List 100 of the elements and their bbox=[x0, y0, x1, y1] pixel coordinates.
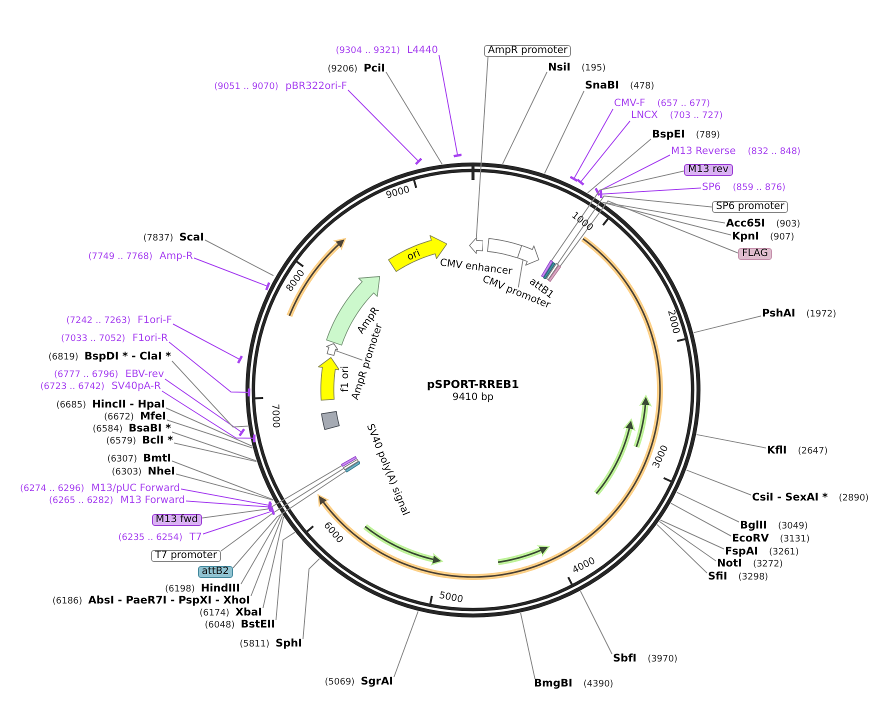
leader-line bbox=[164, 378, 246, 436]
cut-position: (6579) bbox=[106, 438, 136, 446]
leader-line bbox=[250, 514, 284, 596]
feature-label: f1 ori bbox=[341, 366, 351, 392]
primer-name: SV40pA-R bbox=[112, 382, 161, 392]
leader-line bbox=[696, 434, 766, 448]
primer-location: (6235 .. 6254) bbox=[118, 534, 183, 543]
enzyme-name: SphI bbox=[276, 638, 302, 649]
leader-line bbox=[602, 202, 726, 224]
primer-name: Amp-R bbox=[160, 252, 193, 262]
leader-line bbox=[587, 138, 652, 194]
leader-line bbox=[658, 520, 716, 562]
feature-tag: M13 rev bbox=[684, 164, 732, 176]
leader-line bbox=[162, 390, 256, 442]
cut-position: (6186) bbox=[52, 598, 82, 606]
enzyme-name: BstEII bbox=[240, 620, 275, 630]
primer-name: L4440 bbox=[406, 46, 438, 56]
enzyme-name: XbaI bbox=[235, 608, 262, 618]
primer-location: (9051 .. 9070) bbox=[214, 83, 278, 92]
leader-line bbox=[172, 360, 248, 428]
primer-name: pBR322ori-F bbox=[285, 82, 347, 92]
cut-position: (2890) bbox=[838, 494, 869, 504]
enzyme-name: BsaBI * bbox=[128, 424, 171, 434]
enzyme-name: BmtI bbox=[143, 454, 171, 464]
cut-position: (1972) bbox=[806, 310, 836, 320]
cut-position: (5069) bbox=[324, 678, 355, 688]
enzyme-name: PciI bbox=[364, 64, 385, 74]
primer-name: F1ori-R bbox=[132, 334, 168, 344]
enzyme-name: HindIII bbox=[200, 584, 240, 594]
cut-position: (3261) bbox=[768, 548, 799, 558]
primer-location: (832 .. 848) bbox=[748, 148, 801, 157]
cut-position: (478) bbox=[630, 82, 654, 92]
leader-line bbox=[660, 520, 724, 550]
leader-line bbox=[172, 432, 257, 462]
feature-tag: FLAG bbox=[738, 248, 772, 260]
primer-location: (6265 .. 6282) bbox=[48, 497, 114, 506]
primer-location: (6274 .. 6296) bbox=[20, 485, 84, 494]
primer-location: (703 .. 727) bbox=[670, 112, 723, 121]
enzyme-name: CsiI - SexAI * bbox=[752, 492, 828, 503]
enzyme-name: BglII bbox=[740, 520, 767, 531]
enzyme-name: SfiI bbox=[708, 572, 728, 582]
enzyme-name: BspDI * - ClaI * bbox=[84, 352, 171, 362]
leader-line bbox=[594, 154, 670, 196]
leader-line bbox=[348, 90, 422, 166]
enzyme-name: ScaI bbox=[179, 232, 204, 243]
primer-location: (7749 .. 7768) bbox=[88, 253, 152, 262]
leader-line bbox=[186, 500, 272, 512]
leader-line bbox=[544, 90, 584, 174]
leader-line bbox=[550, 170, 684, 262]
leader-line bbox=[576, 120, 630, 186]
leader-line bbox=[202, 506, 276, 534]
primer-location: (6723 .. 6742) bbox=[40, 383, 105, 392]
enzyme-name: KpnI bbox=[732, 232, 760, 242]
scale-label: 7000 bbox=[269, 403, 280, 428]
leader-line bbox=[166, 408, 253, 447]
feature-tag: AmpR promoter bbox=[484, 44, 572, 56]
leader-line bbox=[334, 350, 363, 361]
cut-position: (789) bbox=[696, 132, 720, 140]
leader-line bbox=[166, 420, 253, 448]
leader-line bbox=[656, 524, 708, 574]
scale-label: 5000 bbox=[438, 590, 464, 605]
primer-name: LNCX bbox=[631, 111, 658, 121]
enzyme-name: NheI bbox=[148, 466, 175, 477]
enzyme-name: NsiI bbox=[548, 62, 571, 73]
enzyme-name: Acc65I bbox=[726, 218, 766, 229]
cut-position: (6303) bbox=[112, 468, 142, 478]
leader-line bbox=[204, 240, 274, 276]
feature-tag: T7 promoter bbox=[150, 550, 221, 562]
cut-position: (6174) bbox=[199, 610, 230, 618]
leader-line bbox=[559, 200, 738, 268]
leader-line bbox=[276, 532, 296, 620]
scale-label: 3000 bbox=[652, 444, 671, 470]
primer-location: (9304 .. 9321) bbox=[336, 47, 400, 56]
enzyme-name: AbsI - PaeR7I - PspXI - XhoI bbox=[88, 596, 250, 606]
cut-position: (3272) bbox=[752, 560, 783, 570]
leader-line bbox=[240, 513, 282, 584]
leader-line bbox=[686, 470, 752, 496]
cut-position: (903) bbox=[776, 220, 800, 230]
primer-name: M13 Forward bbox=[120, 496, 185, 506]
cut-position: (3131) bbox=[780, 536, 810, 544]
enzyme-name: NotI bbox=[717, 558, 742, 569]
enzyme-name: BclI * bbox=[142, 436, 173, 446]
primer-location: (859 .. 876) bbox=[732, 184, 786, 193]
feature-tag: M13 fwd bbox=[152, 514, 202, 526]
leader-line bbox=[220, 468, 344, 552]
primer-name: T7 bbox=[190, 533, 202, 543]
primer-location: (7033 .. 7052) bbox=[61, 335, 126, 344]
plasmid-name: pSPORT-RREB1 bbox=[426, 379, 520, 390]
enzyme-name: MfeI bbox=[140, 412, 166, 422]
primer-name: CMV-F bbox=[614, 99, 646, 109]
enzyme-name: FspAI bbox=[725, 546, 758, 557]
cut-position: (6584) bbox=[92, 426, 123, 434]
leader-line bbox=[176, 474, 274, 501]
cut-position: (6048) bbox=[204, 622, 235, 630]
leader-line bbox=[394, 610, 419, 678]
leader-line bbox=[502, 72, 548, 164]
feature-tag: SP6 promoter bbox=[712, 200, 788, 212]
leader-line bbox=[580, 590, 612, 654]
enzyme-name: PshAI bbox=[762, 308, 796, 319]
enzyme-name: EcoRV bbox=[732, 534, 769, 544]
